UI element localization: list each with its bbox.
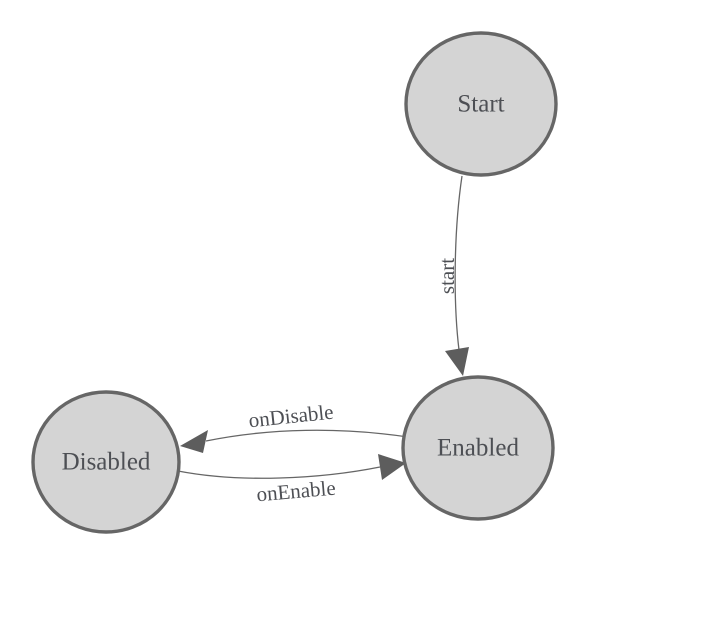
edge-onenable-label: onEnable [255, 476, 336, 507]
edge-start-line[interactable] [454, 175, 463, 351]
node-start-label: Start [457, 91, 504, 118]
node-enabled-label: Enabled [437, 435, 519, 462]
arrowhead-icon [180, 430, 208, 453]
node-disabled[interactable]: Disabled [31, 390, 181, 534]
node-start[interactable]: Start [404, 31, 558, 177]
node-disabled-label: Disabled [62, 449, 151, 476]
edge-onenable-line[interactable] [177, 466, 381, 479]
node-enabled-circle[interactable] [401, 375, 555, 521]
arrowhead-icon [378, 454, 406, 480]
edge-onenable: onEnable [177, 454, 406, 507]
edge-ondisable: onDisable [180, 400, 409, 453]
edge-ondisable-label: onDisable [247, 400, 334, 433]
node-start-circle[interactable] [404, 31, 558, 177]
node-disabled-circle[interactable] [31, 390, 181, 534]
arrowhead-icon [445, 347, 469, 376]
edge-start: start [435, 175, 469, 376]
edge-start-label: start [435, 258, 459, 294]
edge-ondisable-line[interactable] [205, 429, 409, 442]
node-enabled[interactable]: Enabled [401, 375, 555, 521]
